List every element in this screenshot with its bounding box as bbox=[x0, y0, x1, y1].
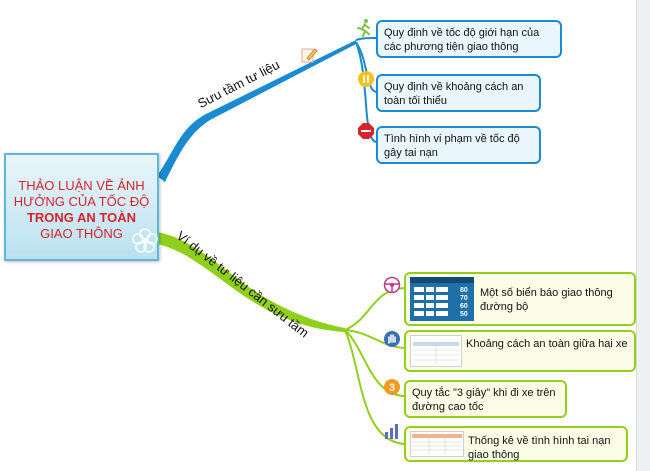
bottom-connector-4 bbox=[344, 329, 405, 445]
speed-value-1: 80 bbox=[460, 287, 468, 294]
node-distance-text: Khoảng cách an toàn giữa hai xe bbox=[466, 338, 628, 350]
hand-icon bbox=[384, 331, 400, 347]
pause-icon bbox=[358, 71, 374, 87]
bar-chart-icon bbox=[385, 424, 398, 439]
node-traffic-signs-text: Một số biển báo giao thông đường bộ bbox=[480, 287, 613, 313]
top-connector-1 bbox=[355, 37, 377, 41]
note-pencil-icon bbox=[301, 48, 318, 63]
central-line-4: GIAO THÔNG bbox=[40, 226, 123, 241]
flower-icon bbox=[132, 228, 158, 253]
distance-table bbox=[413, 342, 459, 364]
bottom-connector-1 bbox=[344, 287, 405, 331]
running-man-icon bbox=[357, 19, 370, 37]
distance-table-thumbnail bbox=[410, 335, 462, 367]
top-connector-3 bbox=[355, 41, 377, 143]
node-three-second-rule[interactable]: Quy tắc "3 giây" khi đi xe trên đường ca… bbox=[404, 380, 567, 418]
bottom-branch-line bbox=[157, 232, 345, 332]
statistics-table bbox=[412, 434, 462, 454]
node-safe-distance[interactable]: Quy định về khoảng cách an toàn tối thiể… bbox=[376, 74, 541, 112]
central-line-1: THẢO LUẬN VỀ ẢNH bbox=[18, 178, 145, 193]
node-accident-statistics[interactable]: Thống kê về tình hình tai nạn giao thông bbox=[404, 426, 628, 462]
bottom-connector-2 bbox=[344, 329, 405, 349]
top-branch-line bbox=[157, 40, 356, 182]
node-distance-two-vehicles[interactable]: Khoảng cách an toàn giữa hai xe bbox=[404, 330, 636, 372]
speed-value-2: 70 bbox=[460, 295, 468, 302]
speed-value-3: 60 bbox=[460, 303, 468, 310]
svg-text:3: 3 bbox=[389, 382, 395, 394]
steering-wheel-icon bbox=[383, 276, 401, 294]
node-violations[interactable]: Tình hình vi phạm về tốc độ gây tai nạn bbox=[376, 126, 541, 164]
central-line-3: TRONG AN TOÀN bbox=[26, 210, 137, 225]
node-speed-limit[interactable]: Quy định về tốc độ giới hạn của các phươ… bbox=[376, 20, 562, 58]
speed-sign-thumbnail: 80 70 60 50 bbox=[410, 277, 474, 321]
central-line-2: HƯỞNG CỦA TỐC ĐỘ bbox=[13, 194, 150, 209]
statistics-table-thumbnail bbox=[410, 431, 464, 457]
speed-sign-chart: 80 70 60 50 bbox=[410, 277, 474, 318]
stop-sign-icon bbox=[358, 123, 374, 139]
node-statistics-text: Thống kê về tình hình tai nạn giao thông bbox=[468, 435, 611, 461]
node-traffic-signs[interactable]: 80 70 60 50 Một số biển báo giao thông đ… bbox=[404, 272, 636, 326]
number-3-icon: 3 bbox=[384, 379, 400, 395]
speed-value-4: 50 bbox=[460, 311, 468, 318]
central-topic[interactable]: THẢO LUẬN VỀ ẢNH HƯỞNG CỦA TỐC ĐỘ TRONG … bbox=[4, 153, 159, 261]
scrollbar-track[interactable] bbox=[636, 0, 650, 471]
